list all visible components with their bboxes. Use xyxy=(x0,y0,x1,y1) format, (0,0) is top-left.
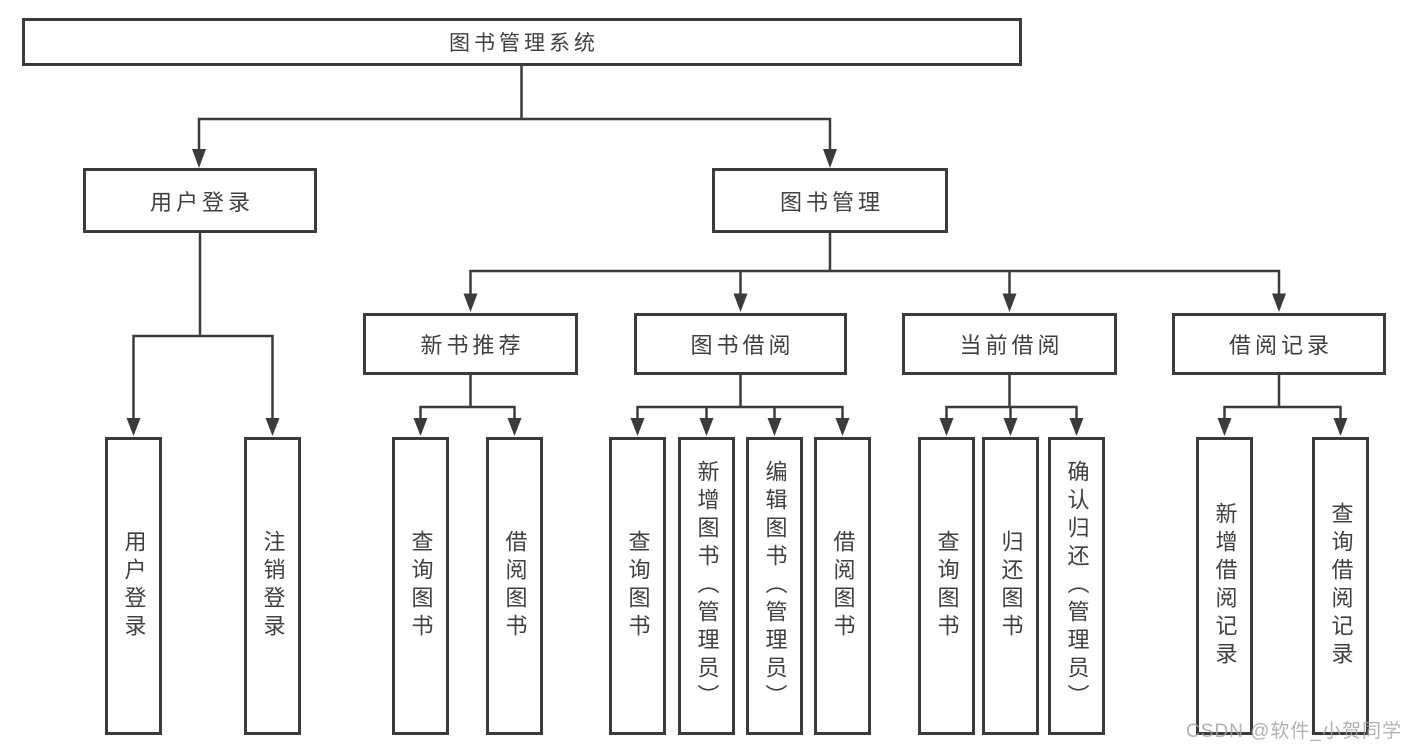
leaf-query-books-current: 查询图书 xyxy=(918,437,975,735)
arrow-icon xyxy=(1003,418,1018,436)
node-root: 图书管理系统 xyxy=(22,18,1022,66)
leaf-query-borrow-record: 查询借阅记录 xyxy=(1312,437,1369,735)
leaf-user-login-label: 用户登录 xyxy=(121,530,147,642)
arrow-icon xyxy=(699,418,714,436)
node-new-book-recommend: 新书推荐 xyxy=(363,313,578,375)
arrow-icon xyxy=(1333,418,1348,436)
node-current-borrow: 当前借阅 xyxy=(902,313,1117,375)
arrow-icon xyxy=(413,418,428,436)
leaf-edit-books-admin: 编辑图书（管理员） xyxy=(746,437,803,735)
arrow-icon xyxy=(1069,418,1084,436)
connector-new-book-recommend xyxy=(419,375,516,420)
leaf-add-borrow-record-label: 新增借阅记录 xyxy=(1212,502,1238,670)
leaf-query-borrow-record-label: 查询借阅记录 xyxy=(1328,502,1354,670)
leaf-query-books-recommend-label: 查询图书 xyxy=(408,530,434,642)
arrow-icon xyxy=(835,418,850,436)
leaf-confirm-return-admin-label: 确认归还（管理员） xyxy=(1064,460,1090,712)
node-current-borrow-label: 当前借阅 xyxy=(959,333,1064,358)
arrow-icon xyxy=(1272,293,1286,312)
connector-root xyxy=(197,66,832,151)
leaf-borrow-books-label: 借阅图书 xyxy=(830,530,856,642)
leaf-add-books-admin-label: 新增图书（管理员） xyxy=(694,460,720,712)
leaf-query-books-borrow-label: 查询图书 xyxy=(625,530,651,642)
leaf-add-books-admin: 新增图书（管理员） xyxy=(678,437,735,735)
leaf-borrow-books: 借阅图书 xyxy=(814,437,871,735)
arrow-icon xyxy=(630,418,645,436)
arrow-icon xyxy=(463,293,478,312)
arrow-icon xyxy=(192,149,206,168)
node-borrow-records-label: 借阅记录 xyxy=(1228,333,1333,358)
arrow-icon xyxy=(939,418,954,436)
node-borrow-records: 借阅记录 xyxy=(1172,313,1386,375)
arrowheads xyxy=(126,149,1348,436)
node-book-management-label: 图书管理 xyxy=(779,189,884,215)
arrow-icon xyxy=(265,418,280,436)
leaf-add-borrow-record: 新增借阅记录 xyxy=(1196,437,1253,735)
arrow-icon xyxy=(733,293,748,312)
leaf-query-books-borrow: 查询图书 xyxy=(609,437,666,735)
connector-current-borrow xyxy=(945,375,1078,420)
leaf-borrow-books-recommend-label: 借阅图书 xyxy=(502,530,528,642)
connector-book-borrow xyxy=(636,375,844,420)
arrow-icon xyxy=(823,149,837,168)
arrow-icon xyxy=(507,418,522,436)
leaf-query-books-current-label: 查询图书 xyxy=(934,530,960,642)
leaf-user-login: 用户登录 xyxy=(105,437,162,735)
leaf-return-books-label: 归还图书 xyxy=(998,530,1024,642)
leaf-logout-login-label: 注销登录 xyxy=(260,530,286,642)
connector-borrow-records xyxy=(1223,375,1342,420)
connector-book-management xyxy=(469,233,1281,296)
leaf-borrow-books-recommend: 借阅图书 xyxy=(486,437,543,735)
node-new-book-recommend-label: 新书推荐 xyxy=(420,333,525,358)
arrow-icon xyxy=(1217,418,1232,436)
node-user-login: 用户登录 xyxy=(83,168,317,233)
csdn-watermark: CSDN @软件_小贺同学 xyxy=(1186,721,1402,742)
connector-user-login xyxy=(132,233,274,420)
leaf-query-books-recommend: 查询图书 xyxy=(392,437,449,735)
node-root-label: 图书管理系统 xyxy=(449,32,599,55)
leaf-return-books: 归还图书 xyxy=(982,437,1039,735)
arrow-icon xyxy=(767,418,782,436)
arrow-icon xyxy=(126,418,141,436)
arrow-icon xyxy=(1002,293,1017,312)
leaf-edit-books-admin-label: 编辑图书（管理员） xyxy=(762,460,788,712)
node-book-management: 图书管理 xyxy=(712,168,948,233)
leaf-confirm-return-admin: 确认归还（管理员） xyxy=(1048,437,1105,735)
node-user-login-label: 用户登录 xyxy=(149,189,254,215)
node-book-borrow-label: 图书借阅 xyxy=(690,333,795,358)
leaf-logout-login: 注销登录 xyxy=(244,437,301,735)
node-book-borrow: 图书借阅 xyxy=(634,313,847,375)
